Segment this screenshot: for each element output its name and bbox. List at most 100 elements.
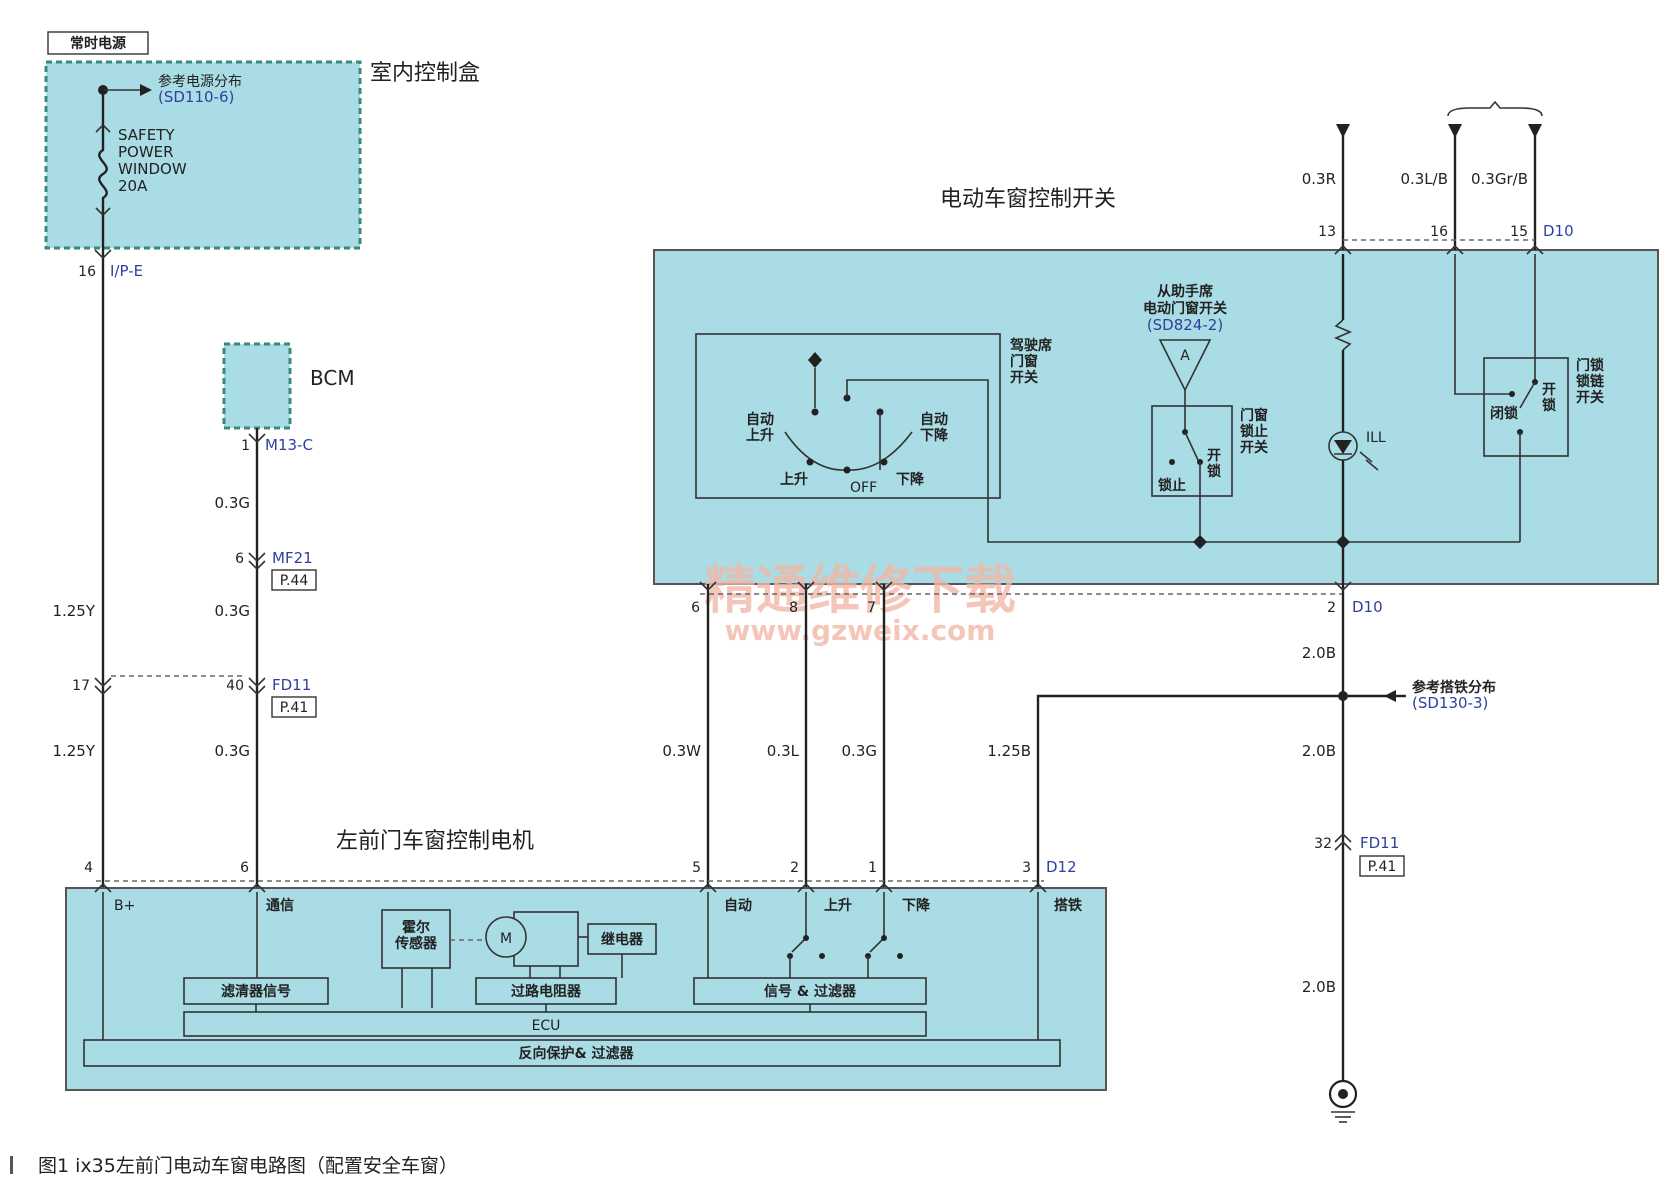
bcm-section: BCM 1 M13-C 0.3G 6 MF21 P.44 0.3G 40 FD1… bbox=[215, 342, 355, 888]
supply-wire: 16 I/P-E 1.25Y 17 1.25Y bbox=[52, 90, 246, 888]
auto-up-line-1: 自动 bbox=[746, 411, 774, 428]
caption-text: 图1 ix35左前门电动车窗电路图（配置安全车窗） bbox=[38, 1155, 458, 1177]
auto-up-line-2: 上升 bbox=[746, 427, 774, 444]
motor-box bbox=[65, 887, 1107, 1091]
resistor-icon bbox=[1333, 319, 1353, 351]
pin-sw-8: 8 bbox=[789, 600, 798, 616]
auto-down-line-2: 下降 bbox=[920, 427, 949, 444]
wire-label-1-25y-bottom: 1.25Y bbox=[52, 742, 95, 760]
filter-signal-label: 滤清器信号 bbox=[221, 983, 291, 1000]
hall-sensor bbox=[381, 909, 451, 969]
pin-sw-6: 6 bbox=[691, 600, 700, 616]
reverse-protection-label: 反向保护& 过滤器 bbox=[518, 1045, 634, 1062]
fuse-line-3: WINDOW bbox=[118, 160, 187, 178]
indoor-control-box-label: 室内控制盒 bbox=[370, 61, 480, 86]
signal-filter-label: 信号 & 过滤器 bbox=[764, 983, 857, 1000]
driver-switch-line-3: 开关 bbox=[1010, 369, 1038, 386]
bcm-label: BCM bbox=[310, 366, 355, 390]
pin-fd11-a: 17 bbox=[72, 678, 90, 694]
pin-d10-2: 2 bbox=[1327, 600, 1336, 616]
door-lock-open-1: 开 bbox=[1542, 382, 1556, 398]
connector-fd11-b-icon bbox=[248, 677, 266, 696]
motor-down: 下降 bbox=[902, 897, 931, 914]
driver-window-switch bbox=[695, 333, 1001, 499]
watermark-cn: 精通维修下载 bbox=[704, 560, 1016, 621]
ground-ref-code: (SD130-3) bbox=[1412, 694, 1488, 712]
switch-up-label: 上升 bbox=[780, 471, 808, 488]
lock-open-1: 开 bbox=[1207, 448, 1221, 464]
wire-label-0-3w: 0.3W bbox=[662, 742, 701, 760]
door-lock-line-1: 门锁 bbox=[1576, 357, 1604, 374]
pin-d10-16: 16 bbox=[1430, 224, 1448, 240]
motor-m-label: M bbox=[500, 931, 512, 947]
figure-caption: 图1 ix35左前门电动车窗电路图（配置安全车窗） bbox=[10, 1155, 458, 1177]
connector-fd11-32-icon bbox=[1334, 832, 1352, 851]
circuit-breaker-label: 过路电阻器 bbox=[511, 983, 582, 1000]
switch-off-label: OFF bbox=[850, 480, 877, 496]
power-ref-text: 参考电源分布 bbox=[158, 73, 242, 90]
wire-label-1-25y-top: 1.25Y bbox=[52, 602, 95, 620]
fuse-line-4: 20A bbox=[118, 177, 148, 195]
pin-m-5: 5 bbox=[692, 860, 701, 876]
pin-fd11-32-code: FD11 bbox=[1360, 834, 1399, 852]
wire-label-0-3g-4: 0.3G bbox=[842, 742, 877, 760]
door-lock-line-3: 开关 bbox=[1576, 389, 1604, 406]
pin-d10-13: 13 bbox=[1318, 224, 1336, 240]
door-lock-switch bbox=[1483, 357, 1569, 457]
ill-label: ILL bbox=[1366, 430, 1386, 446]
motor-up: 上升 bbox=[824, 897, 852, 914]
door-lock-locked-label: 闭锁 bbox=[1490, 405, 1518, 422]
switch-contact-icon bbox=[808, 352, 822, 368]
passenger-ref-line-2: 电动门窗开关 bbox=[1143, 300, 1227, 317]
wire-label-0-3grb: 0.3Gr/B bbox=[1471, 170, 1528, 188]
bracket-icon bbox=[1447, 100, 1543, 117]
pin-d10-15: 15 bbox=[1510, 224, 1528, 240]
fuse-line-2: POWER bbox=[118, 143, 174, 161]
ecu-box bbox=[183, 1011, 927, 1037]
pin-sw-7: 7 bbox=[867, 600, 876, 616]
motor-auto: 自动 bbox=[724, 897, 752, 914]
connector-fd11-a-icon bbox=[94, 677, 112, 696]
wire-label-2-0b-3: 2.0B bbox=[1302, 978, 1336, 996]
wire-label-1-25b: 1.25B bbox=[987, 742, 1031, 760]
pin-ip-e: 16 bbox=[78, 264, 96, 280]
pin-mf21: 6 bbox=[235, 551, 244, 567]
pin-mf21-page: P.44 bbox=[280, 573, 309, 589]
fuse-line-1: SAFETY bbox=[118, 126, 175, 144]
pin-fd11-32-page: P.41 bbox=[1368, 859, 1397, 875]
pin-fd11-code: FD11 bbox=[272, 676, 311, 694]
lock-switch-line-3: 开关 bbox=[1240, 439, 1268, 456]
door-lock-line-2: 锁链 bbox=[1576, 373, 1605, 390]
pin-m-6: 6 bbox=[240, 860, 249, 876]
pin-m13c: 1 bbox=[241, 438, 250, 454]
ground-section: 2 D10 2.0B 参考搭铁分布 (SD130-3) 1.25B 2.0B 3… bbox=[987, 581, 1496, 1123]
wire-label-0-3l: 0.3L bbox=[767, 742, 800, 760]
switch-to-motor-wires: 6 8 7 0.3W 0.3L 0.3G bbox=[662, 581, 1343, 888]
lock-switch-line-1: 门窗 bbox=[1240, 407, 1268, 424]
pin-m-1: 1 bbox=[868, 860, 877, 876]
pin-m-3: 3 bbox=[1022, 860, 1031, 876]
wire-label-0-3g-1: 0.3G bbox=[215, 494, 250, 512]
pin-m-4: 4 bbox=[84, 860, 93, 876]
pin-fd11-b: 40 bbox=[226, 678, 244, 694]
door-lock-open-2: 锁 bbox=[1542, 397, 1556, 414]
switch-box bbox=[653, 249, 1659, 585]
arrow-down-icon bbox=[1528, 124, 1542, 138]
wire-label-2-0b-1: 2.0B bbox=[1302, 644, 1336, 662]
pin-m13c-code: M13-C bbox=[265, 436, 313, 454]
fuse-icon bbox=[98, 125, 108, 215]
wire-label-2-0b-2: 2.0B bbox=[1302, 742, 1336, 760]
pin-mf21-code: MF21 bbox=[272, 549, 313, 567]
driver-switch-line-1: 驾驶席 bbox=[1009, 337, 1052, 354]
ground-ref-text: 参考搭铁分布 bbox=[1412, 679, 1496, 696]
pin-d12-code: D12 bbox=[1046, 858, 1077, 876]
pin-fd11-32: 32 bbox=[1314, 836, 1332, 852]
window-lock-switch bbox=[1151, 405, 1233, 497]
connector-a-triangle-icon bbox=[1158, 339, 1212, 392]
reference-arrow-icon bbox=[140, 84, 152, 96]
arrow-down-icon bbox=[1448, 124, 1462, 138]
constant-power-label: 常时电源 bbox=[70, 35, 126, 52]
motor-comm: 通信 bbox=[266, 897, 294, 914]
wire-label-0-3g-2: 0.3G bbox=[215, 602, 250, 620]
